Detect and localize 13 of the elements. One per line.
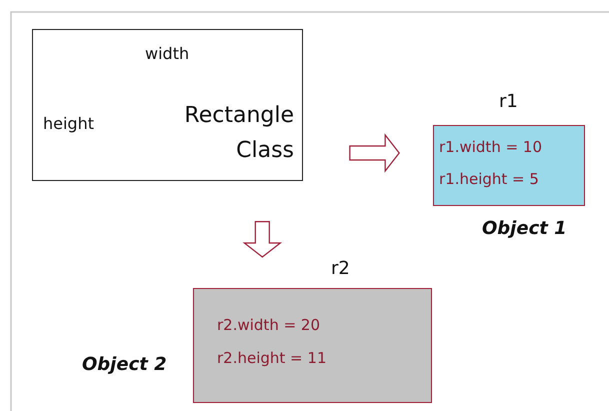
object-caption: Object 1 (482, 218, 567, 239)
object-name: r2 (331, 258, 350, 279)
attribute-name: width (145, 44, 190, 63)
attribute-value: r1.width = 10 (439, 138, 542, 156)
attribute-value: r2.width = 20 (217, 316, 320, 334)
attribute-value: r2.height = 11 (217, 349, 326, 367)
attribute-value: r1.height = 5 (439, 170, 539, 188)
object-name: r1 (499, 91, 518, 112)
attribute-name: height (43, 114, 94, 133)
class-name: Rectangle Class (183, 102, 294, 166)
block-arrow (349, 133, 400, 173)
object-caption: Object 2 (82, 354, 167, 375)
block-arrow (242, 221, 282, 258)
